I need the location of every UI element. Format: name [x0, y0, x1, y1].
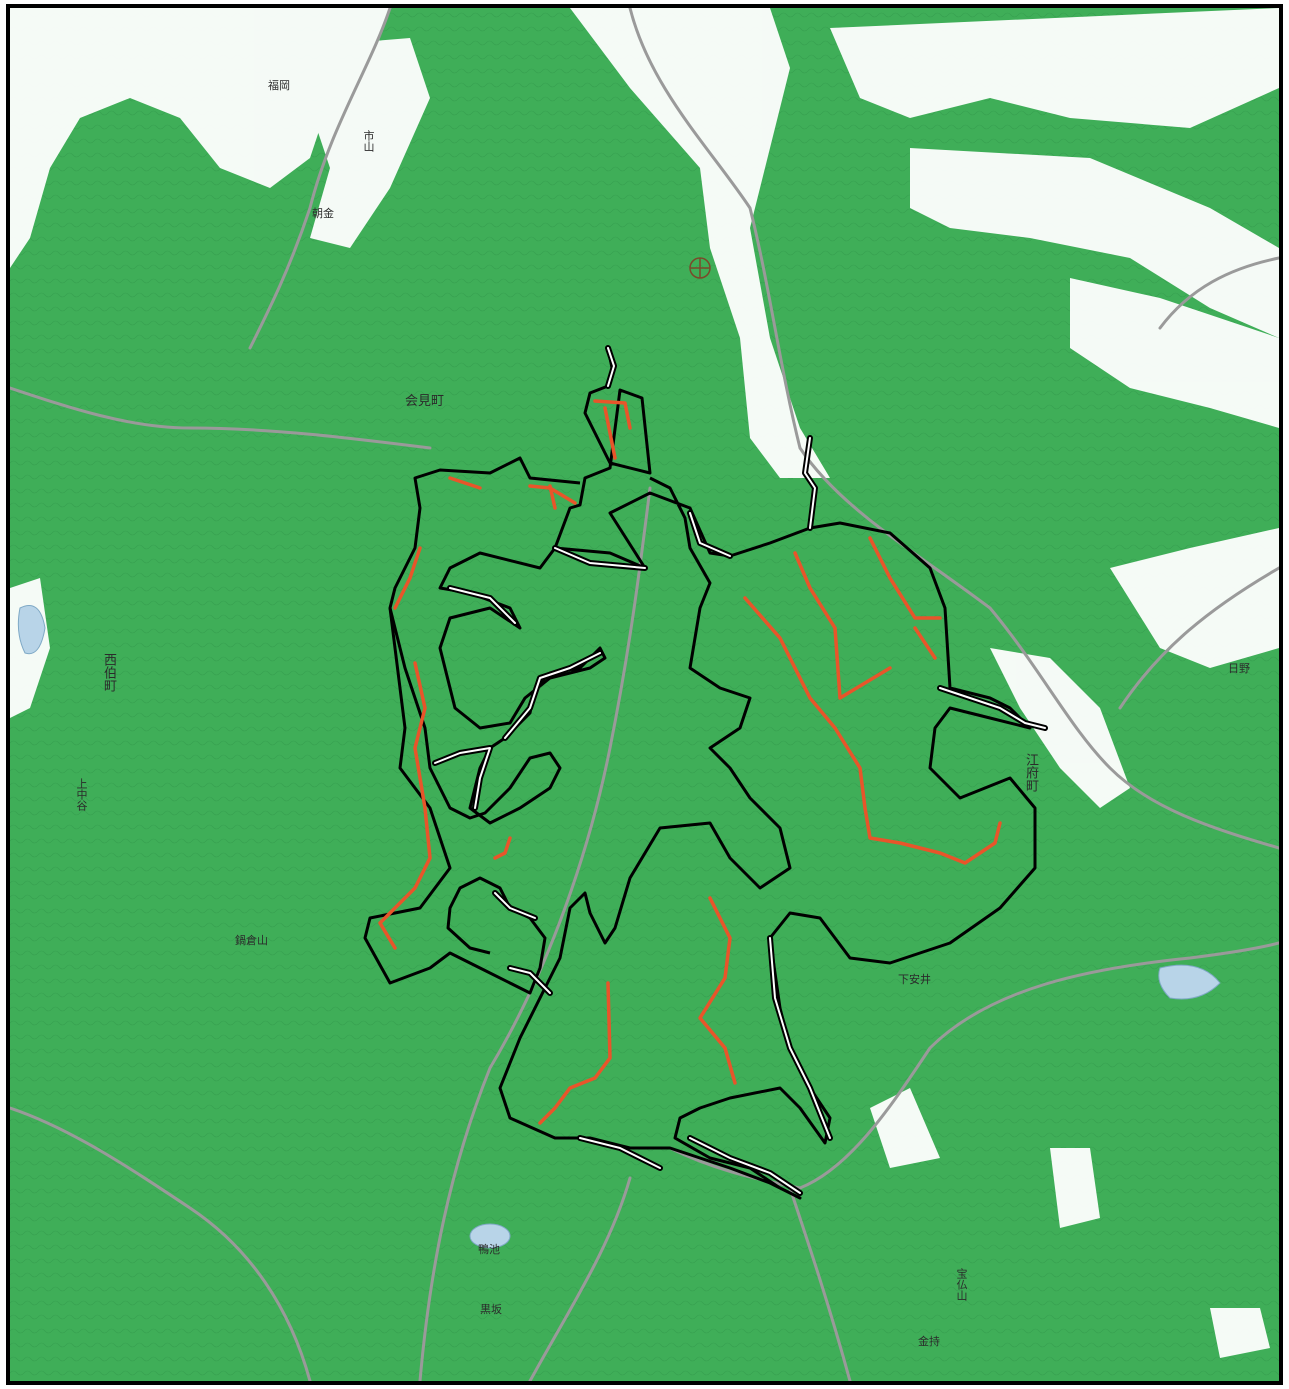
- topographic-map[interactable]: [10, 8, 1279, 1381]
- place-label-fukuoka: 福岡: [268, 79, 290, 92]
- place-label-hobutsusan: 宝仏山: [955, 1268, 968, 1301]
- place-label-nabekurayama: 鍋倉山: [235, 934, 268, 947]
- place-label-shimoyasui: 下安井: [898, 973, 931, 986]
- place-label-hino: 日野: [1228, 662, 1250, 675]
- benchmark-symbol-icon: [689, 257, 711, 279]
- place-label-kurosaka: 黒坂: [480, 1303, 502, 1316]
- place-label-saihaku-town: 西伯町: [101, 653, 116, 692]
- map-frame: 市山 会見町 西伯町 上中谷 江府町 宝仏山 鍋倉山 黒坂 金持 福岡 鴨池 下…: [6, 4, 1283, 1385]
- water-bodies: [17, 605, 1221, 1249]
- place-label-kofu-town: 江府町: [1023, 753, 1038, 792]
- place-label-aimi-town: 会見町: [405, 394, 445, 409]
- open-land-areas: [10, 8, 1279, 1358]
- place-label-kamoike: 鴨池: [478, 1243, 500, 1256]
- place-label-kaminakadani: 上中谷: [75, 778, 88, 811]
- place-label-asakane: 朝金: [312, 207, 334, 220]
- place-label-ichiyama: 市山: [362, 130, 375, 152]
- place-label-kanemochi: 金持: [918, 1335, 940, 1348]
- road-segments-highlight: [432, 345, 1048, 1196]
- trail-lines[interactable]: [378, 399, 1002, 1125]
- road-network: [10, 8, 1279, 1381]
